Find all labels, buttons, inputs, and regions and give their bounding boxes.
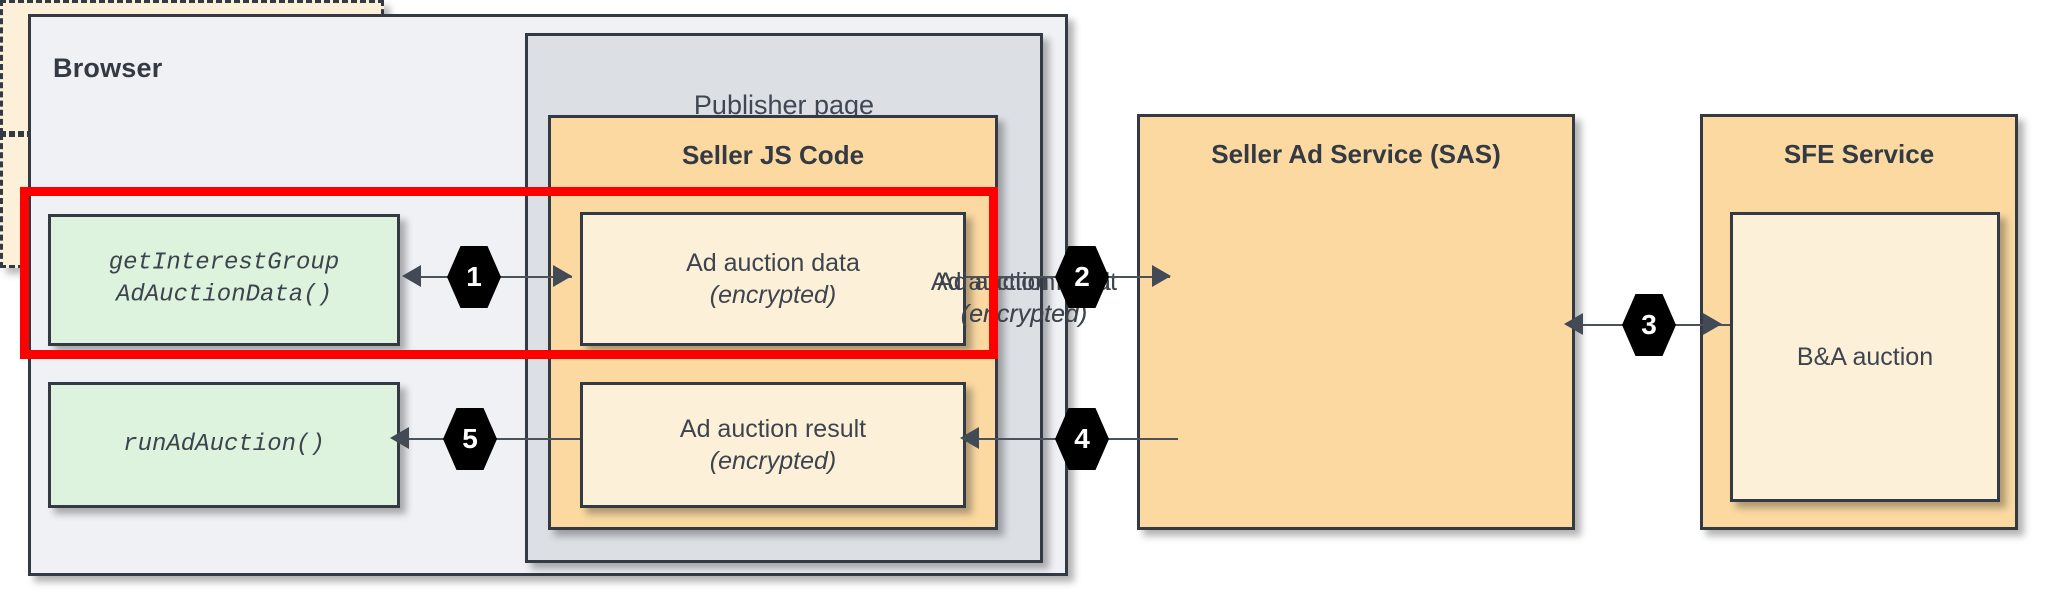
seller-ad-service-container: Seller Ad Service (SAS): [1137, 114, 1575, 530]
line-secondary: (encrypted): [709, 447, 837, 475]
arrowhead-step-1-left: [402, 265, 421, 287]
seller-js-ad-auction-result-text: Ad auction result (encrypted): [583, 413, 963, 477]
arrowhead-step-3-left: [1564, 313, 1583, 335]
hexagon-icon: [447, 246, 501, 308]
step-marker-4: 4: [1055, 408, 1109, 470]
api-label-run-ad-auction: runAdAuction(): [123, 430, 325, 458]
step-marker-1: 1: [447, 246, 501, 308]
hexagon-icon: [443, 408, 497, 470]
step-marker-3: 3: [1622, 294, 1676, 356]
step-number-2: 2: [1074, 261, 1090, 292]
line-secondary: (encrypted): [960, 299, 1088, 328]
sfe-bna-auction-box: B&A auction: [1730, 212, 2000, 502]
seller-js-ad-auction-data-box: Ad auction data (encrypted): [580, 212, 966, 346]
red-highlight-box: [20, 187, 998, 359]
api-box-get-interest-group-ad-auction-data: getInterestGroup AdAuctionData(): [48, 214, 400, 346]
browser-label: Browser: [53, 53, 163, 83]
line-primary: B&A auction: [1796, 343, 1934, 371]
seller-js-ad-auction-result-box: Ad auction result (encrypted): [580, 382, 966, 508]
step-number-4: 4: [1074, 423, 1090, 454]
step-number-3: 3: [1641, 309, 1657, 340]
seller-js-code-label: Seller JS Code: [681, 140, 865, 170]
hexagon-icon: [1622, 294, 1676, 356]
arrowhead-step-3-right: [1703, 313, 1722, 335]
seller-js-ad-auction-data-text: Ad auction data (encrypted): [583, 247, 963, 311]
api-label-get-interest-group-ad-auction-data: getInterestGroup AdAuctionData(): [108, 249, 340, 309]
step-number-5: 5: [462, 423, 478, 454]
line-primary: Ad auction data: [686, 249, 860, 277]
arrowhead-step-4-left: [960, 427, 979, 449]
step-number-1: 1: [466, 261, 482, 292]
hexagon-icon: [1055, 408, 1109, 470]
arrowhead-step-2-right: [1152, 265, 1171, 287]
line-primary: Ad auction result: [679, 415, 867, 443]
sfe-service-label: SFE Service: [1783, 139, 1935, 169]
step-marker-2: 2: [1055, 246, 1109, 308]
hexagon-icon: [1055, 246, 1109, 308]
line-secondary: (encrypted): [709, 281, 837, 309]
seller-ad-service-label: Seller Ad Service (SAS): [1211, 139, 1501, 169]
api-box-run-ad-auction: runAdAuction(): [48, 382, 400, 508]
sfe-bna-auction-text: B&A auction: [1733, 341, 1997, 373]
line-secondary: (encrypted): [960, 299, 1088, 328]
arrowhead-step-5-left: [390, 427, 409, 449]
step-marker-5: 5: [443, 408, 497, 470]
arrowhead-step-1-right: [553, 265, 572, 287]
